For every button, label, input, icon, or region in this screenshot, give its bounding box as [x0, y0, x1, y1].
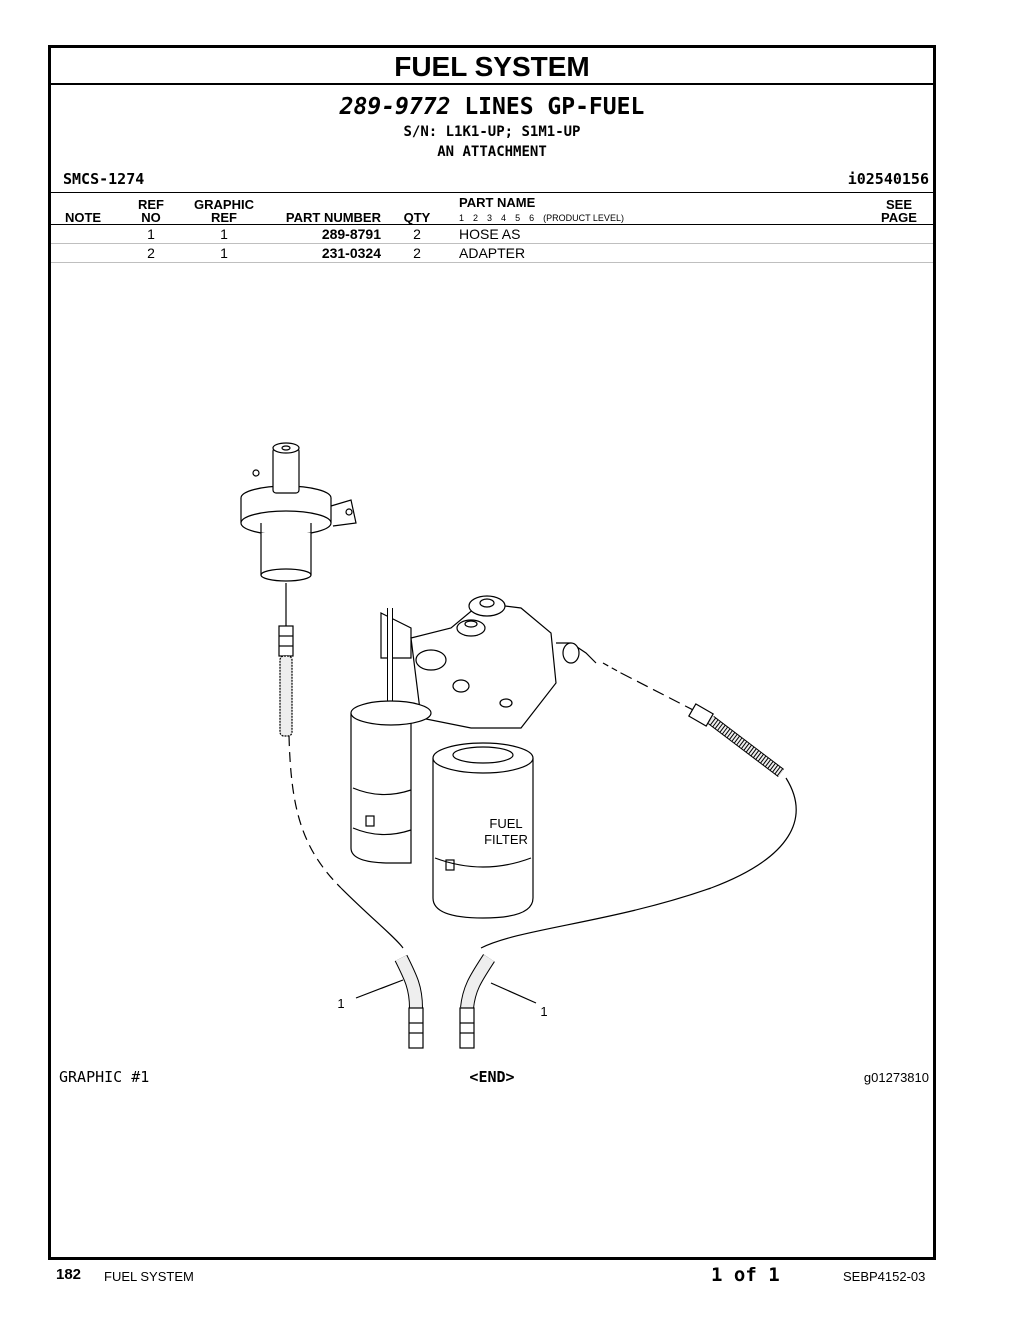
filter-canister-icon — [432, 742, 534, 919]
serial-numbers: S/N: L1K1-UP; S1M1-UP — [403, 124, 581, 140]
product-level-1: 1 — [459, 213, 465, 223]
filter-canister-icon — [350, 700, 432, 864]
table-row: 1 1 289-8791 2 HOSE AS — [51, 225, 933, 243]
col-graphic-ref-bottom: REF — [211, 210, 237, 225]
col-ref-no-top: REF — [138, 197, 164, 212]
ref-no: 1 — [147, 226, 155, 242]
ref-no: 2 — [147, 245, 155, 261]
col-qty: QTY — [403, 210, 431, 225]
end-marker: <END> — [469, 1068, 515, 1086]
page-section: FUEL SYSTEM — [104, 1269, 194, 1284]
smcs-code: SMCS-1274 — [63, 170, 145, 188]
page-number: 182 — [56, 1266, 82, 1283]
group-name: LINES GP-FUEL — [464, 94, 645, 120]
col-ref-no-bottom: NO — [141, 210, 161, 225]
page-of: 1 of 1 — [711, 1264, 780, 1286]
pump-icon — [240, 442, 357, 582]
graphic-ref: 1 — [220, 245, 228, 261]
part-name: HOSE AS — [459, 226, 521, 242]
callout-label: 1 — [337, 996, 344, 1011]
col-note: NOTE — [64, 210, 102, 225]
col-graphic-ref-top: GRAPHIC — [194, 197, 254, 212]
col-see-page-bottom: PAGE — [881, 210, 917, 225]
row-divider — [51, 262, 933, 263]
col-part-number: PART NUMBER — [285, 210, 381, 225]
col-see-page-top: SEE — [885, 197, 912, 212]
section-title: FUEL SYSTEM — [51, 48, 933, 85]
group-title: 289-9772 LINES GP-FUEL — [51, 94, 933, 120]
column-header-divider — [51, 224, 933, 225]
callout-label: 1 — [540, 1004, 547, 1019]
table-row: 2 1 231-0324 2 ADAPTER — [51, 244, 933, 262]
product-level-3: 3 — [487, 213, 493, 223]
part-number: 289-8791 — [321, 226, 381, 242]
qty: 2 — [413, 226, 421, 242]
product-level-4: 4 — [501, 213, 507, 223]
product-level-label: (PRODUCT LEVEL) — [543, 213, 624, 223]
graphic-label: GRAPHIC #1 — [59, 1068, 150, 1086]
group-number: 289-9772 — [339, 94, 451, 120]
filter-label-line2: FILTER — [484, 832, 528, 847]
filter-label-line1: FUEL — [489, 816, 522, 831]
qty: 2 — [413, 245, 421, 261]
graphic-ref: 1 — [220, 226, 228, 242]
header-divider — [51, 192, 933, 193]
product-level-5: 5 — [515, 213, 521, 223]
graphic-id: g01273810 — [863, 1070, 929, 1085]
filter-head-icon — [380, 595, 597, 748]
info-id: i02540156 — [847, 170, 929, 188]
row-divider — [51, 243, 933, 244]
page-frame: FUEL SYSTEM 289-9772 LINES GP-FUEL S/N: … — [48, 45, 936, 1260]
attachment-text: AN ATTACHMENT — [437, 144, 547, 160]
part-number: 231-0324 — [321, 245, 381, 261]
part-name: ADAPTER — [459, 245, 526, 261]
fuel-lines-illustration: FUEL FILTER 1 1 2 2 — [240, 442, 797, 1049]
product-level-6: 6 — [529, 213, 535, 223]
doc-id: SEBP4152-03 — [843, 1269, 926, 1284]
col-part-name: PART NAME — [459, 195, 536, 210]
product-level-2: 2 — [473, 213, 479, 223]
